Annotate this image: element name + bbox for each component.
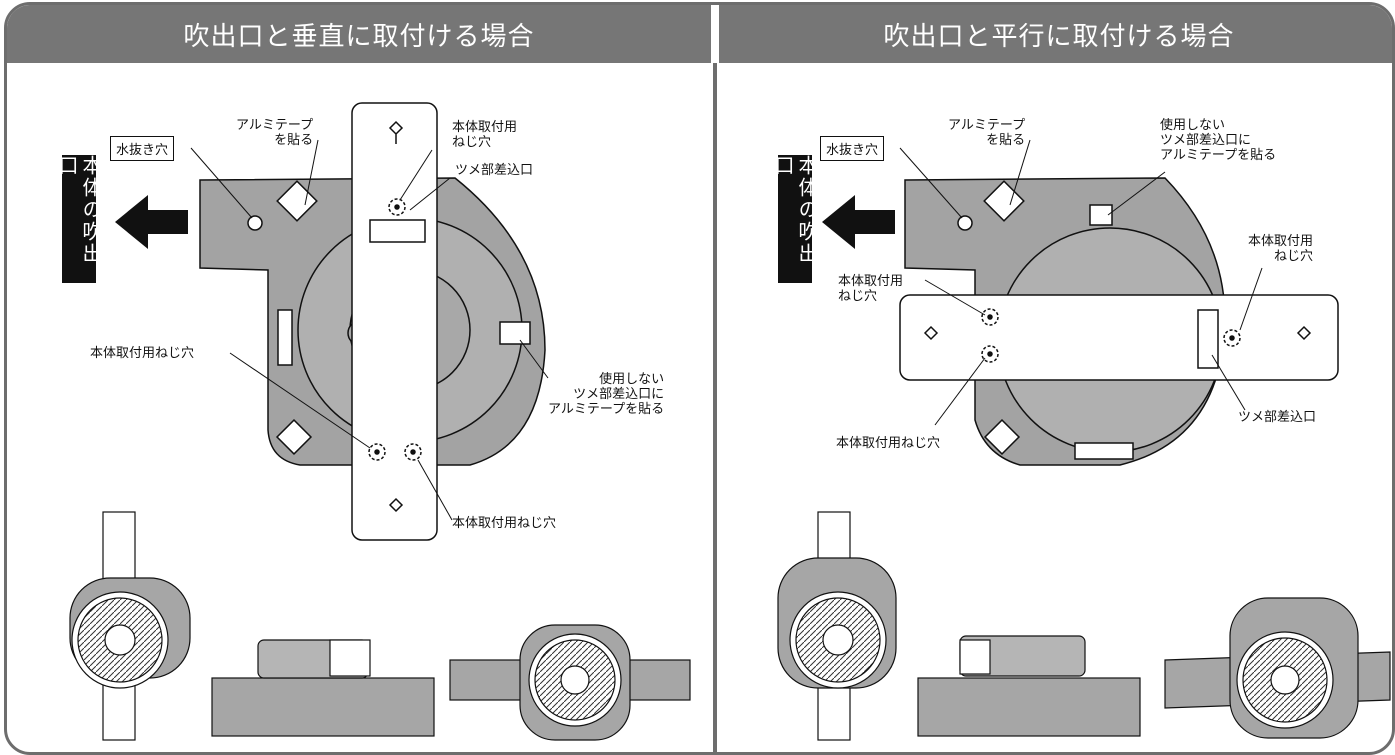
right-view-side-b bbox=[917, 635, 1141, 737]
left-screw-top-label: 本体取付用 ねじ穴 bbox=[452, 120, 518, 150]
right-outlet-label: 本体の吹出口 bbox=[771, 155, 819, 283]
left-tab-label: ツメ部差込口 bbox=[455, 163, 534, 178]
left-view-side-b bbox=[211, 639, 435, 737]
left-view-side-c bbox=[449, 624, 691, 741]
left-screw-mid-label: 本体取付用ねじ穴 bbox=[90, 346, 195, 361]
left-panel-title: 吹出口と垂直に取付ける場合 bbox=[7, 5, 711, 63]
right-screw-bottom-label: 本体取付用ねじ穴 bbox=[836, 436, 941, 451]
left-leader-lines bbox=[190, 139, 549, 521]
left-drain-label: 水抜き穴 bbox=[110, 136, 175, 161]
left-view-side-a bbox=[69, 511, 191, 741]
left-airflow-arrow bbox=[115, 195, 188, 249]
left-mounting-plate bbox=[351, 102, 438, 541]
right-drain-label: 水抜き穴 bbox=[820, 136, 885, 161]
right-screw-left-label: 本体取付用 ねじ穴 bbox=[838, 274, 904, 304]
left-tape-label: アルミテープ を貼る bbox=[236, 118, 314, 148]
right-mounting-plate bbox=[899, 294, 1339, 381]
right-view-side-a bbox=[777, 511, 897, 741]
right-view-side-c bbox=[1164, 597, 1391, 739]
right-panel-title: 吹出口と平行に取付ける場合 bbox=[719, 5, 1392, 63]
right-tape-label: アルミテープ を貼る bbox=[948, 118, 1026, 148]
left-screw-bottom-label: 本体取付用ねじ穴 bbox=[452, 516, 557, 531]
right-screw-right-label: 本体取付用 ねじ穴 bbox=[1248, 234, 1314, 264]
right-unused-label: 使用しない ツメ部差込口に アルミテープを貼る bbox=[1160, 118, 1277, 163]
right-tab-label: ツメ部差込口 bbox=[1238, 410, 1317, 425]
left-unused-label: 使用しない ツメ部差込口に アルミテープを貼る bbox=[548, 372, 665, 417]
right-airflow-arrow bbox=[822, 195, 895, 249]
right-leader-lines bbox=[899, 139, 1263, 426]
left-outlet-label: 本体の吹出口 bbox=[55, 155, 103, 283]
panel-divider bbox=[711, 5, 719, 752]
